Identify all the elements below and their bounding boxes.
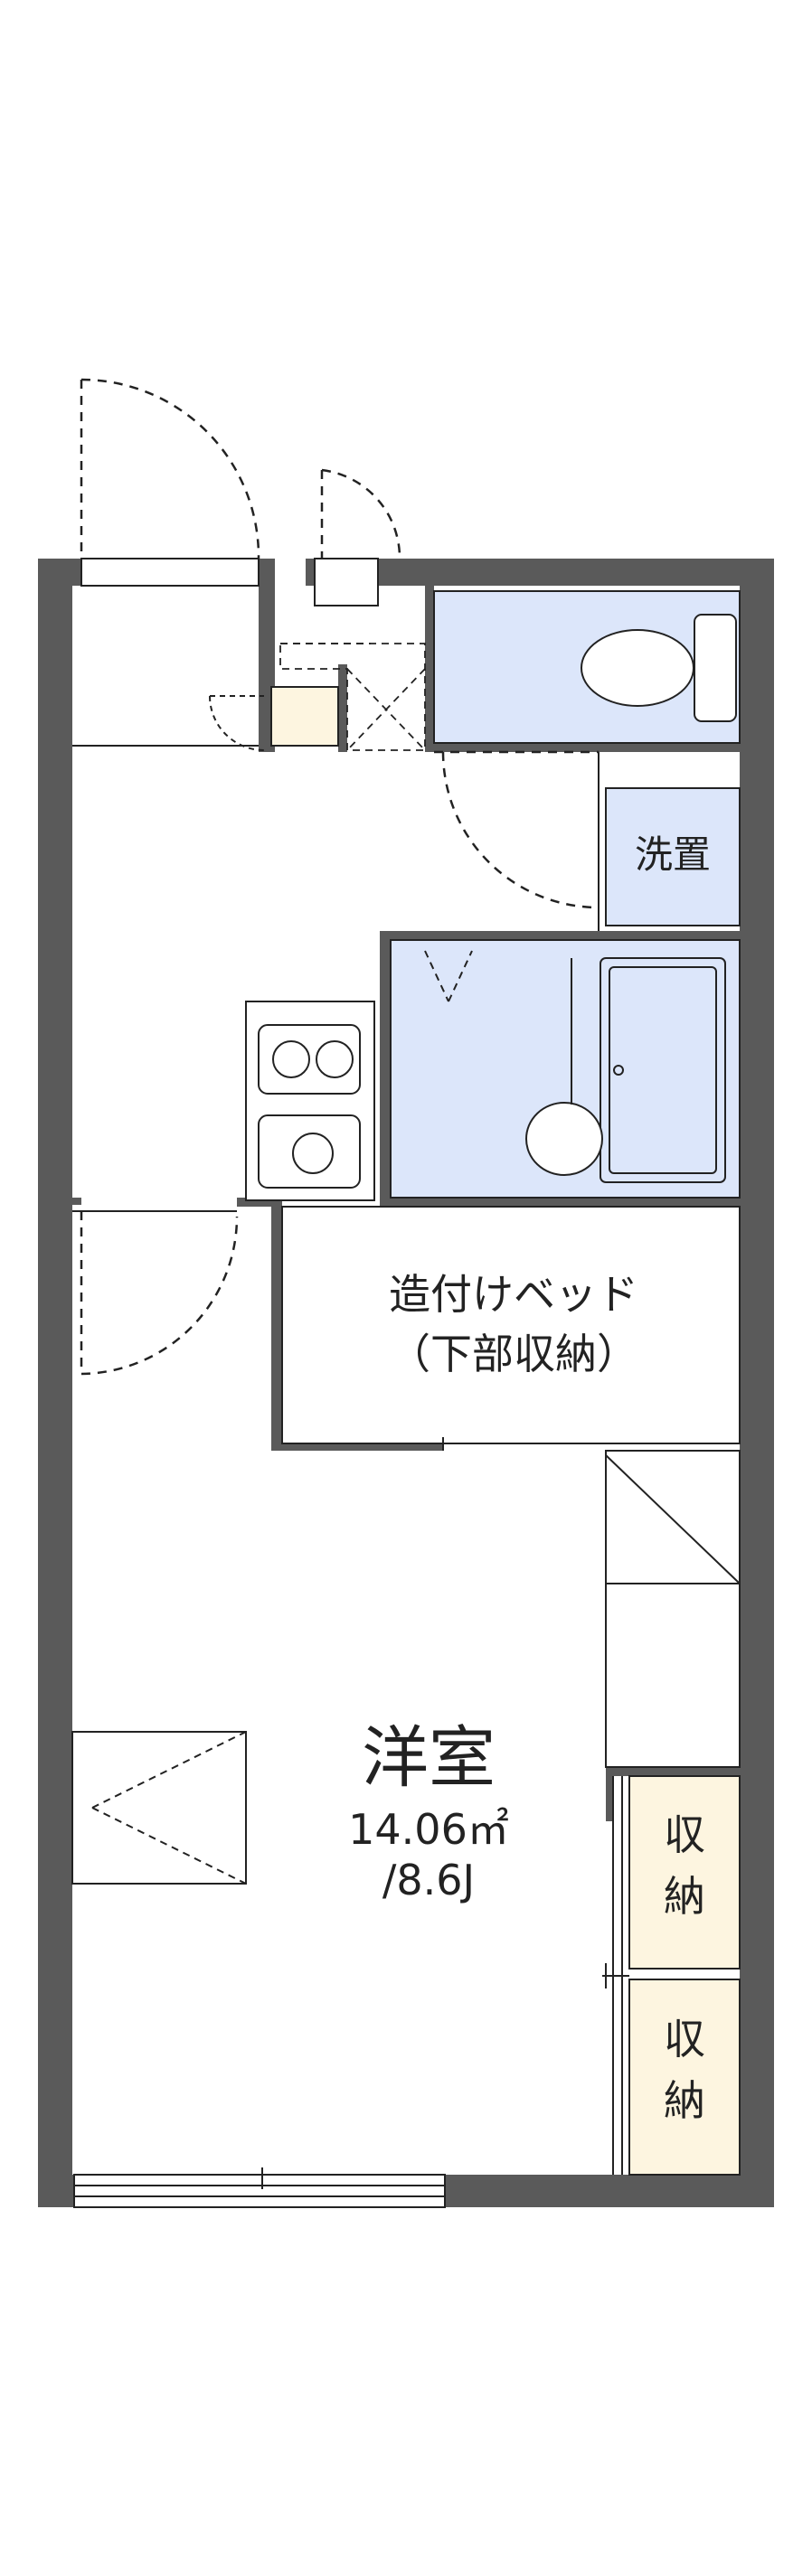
kitchen-counter [245,1001,375,1201]
toilet-icon [581,614,737,722]
storage-lower [628,1979,741,2176]
built-in-bed-label-line1: 造付けベッド [389,1270,638,1319]
shoe-cabinet-icon [270,686,339,747]
kitchen-sink-icon [258,1114,361,1189]
built-in-bed-label-line2: （下部収納） [389,1330,638,1378]
closet-right [605,1450,741,1768]
balcony-window [73,2167,446,2208]
western-room-name: 洋室 [362,1719,496,1797]
storage-upper [628,1775,741,1970]
storage-lower-label-line1: 収 [664,2015,705,2064]
storage-upper-label-line2: 納 [664,1872,705,1921]
bathtub-icon [600,957,726,1183]
kitchen-stove-icon [258,1024,361,1095]
washing-machine-area [605,787,741,926]
western-room-area: 14.06㎡ [348,1805,509,1854]
small-closet [279,643,426,751]
desk-icon [71,1731,247,1885]
storage-lower-label-line2: 納 [664,2076,705,2125]
entrance-door [80,378,260,559]
western-room [72,1451,606,2175]
storage-upper-label-line1: 収 [664,1810,705,1859]
washing-machine-label: 洗置 [635,832,711,877]
western-room-tatami: /8.6J [382,1856,475,1904]
storage-door [320,468,401,559]
built-in-bed [281,1206,741,1444]
washbasin-icon [525,958,603,1176]
outer-walls [38,559,774,2207]
entrance-door-frame [80,558,260,587]
